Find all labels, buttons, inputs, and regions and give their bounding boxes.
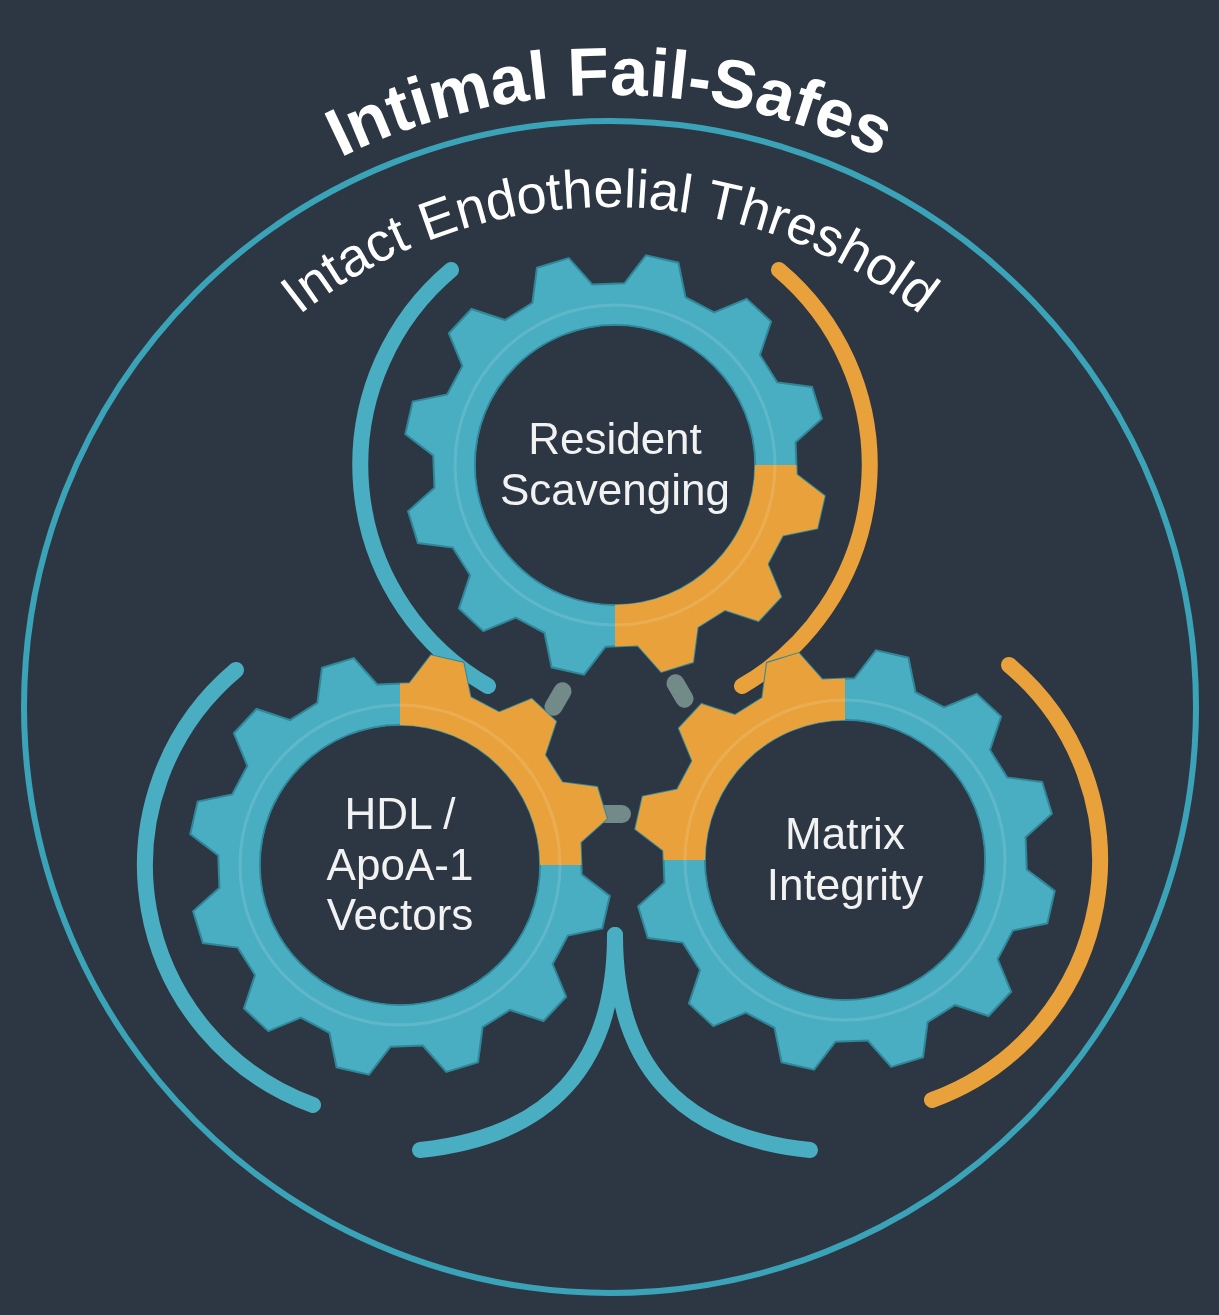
boundary-ring bbox=[24, 121, 1196, 1293]
boundary-circle: Intact Endothelial ThresholdResident Sca… bbox=[20, 117, 1200, 1297]
gear-orange bbox=[615, 465, 825, 675]
gear-hub bbox=[261, 726, 539, 1004]
hazard-pill bbox=[663, 671, 697, 711]
gear-orange bbox=[635, 650, 845, 860]
gear-label: Matrix Integrity bbox=[735, 809, 955, 910]
gear-ring bbox=[685, 700, 1005, 1020]
gear-orange bbox=[400, 655, 610, 865]
threshold-label: Intact Endothelial Threshold bbox=[246, 148, 975, 337]
arc-letter: h bbox=[561, 161, 594, 217]
gear-label: HDL / ApoA-1 Vectors bbox=[310, 789, 490, 941]
gear-teal bbox=[635, 650, 1054, 1069]
gear-hub bbox=[476, 326, 754, 604]
gear-label: Resident Scavenging bbox=[485, 414, 745, 515]
gear-ring bbox=[240, 705, 560, 1025]
gear-ring bbox=[455, 305, 775, 625]
gear-hub bbox=[706, 721, 984, 999]
title: Intimal Fail-Safes bbox=[272, 20, 948, 185]
gear: Matrix Integrity bbox=[625, 640, 1065, 1080]
gear-teal bbox=[190, 655, 609, 1074]
arc-letter: F bbox=[566, 37, 610, 106]
arc-letter: e bbox=[593, 161, 623, 215]
gear: Resident Scavenging bbox=[395, 245, 835, 685]
gear-teal bbox=[405, 255, 824, 674]
arc-letter: a bbox=[610, 37, 650, 106]
gear: HDL / ApoA-1 Vectors bbox=[180, 645, 620, 1085]
